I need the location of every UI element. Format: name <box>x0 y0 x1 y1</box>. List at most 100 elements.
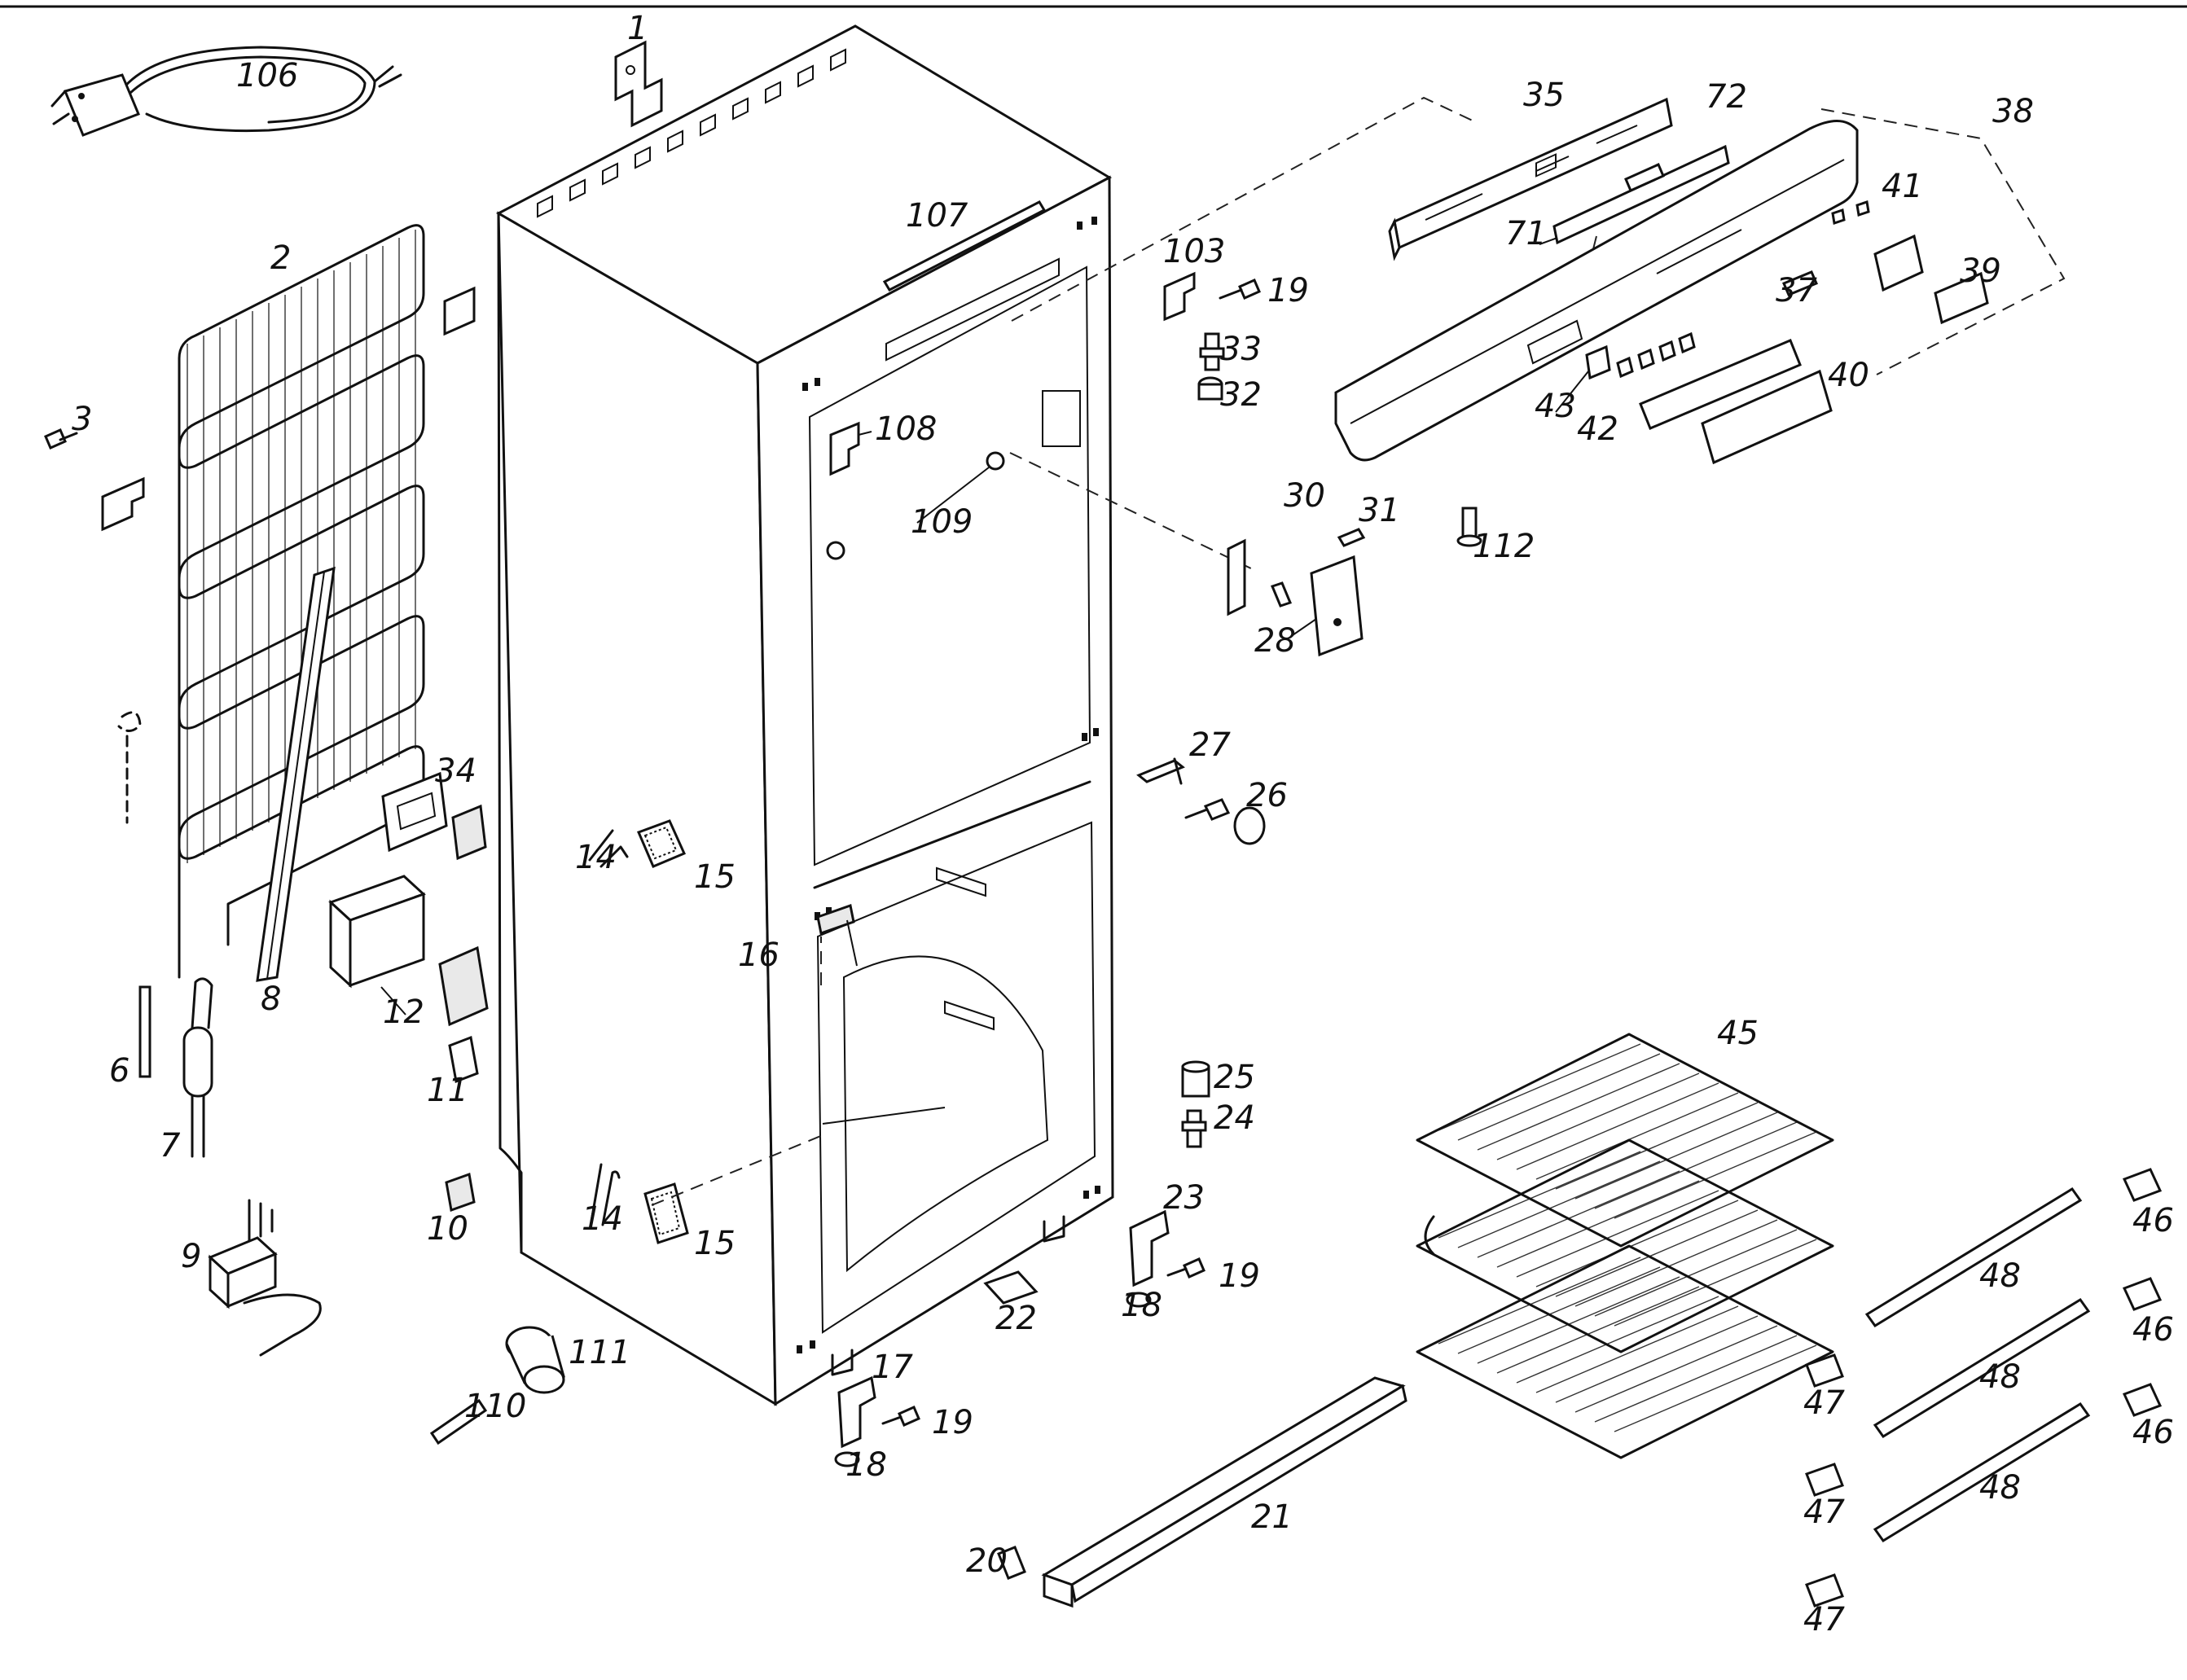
part-label-103: 103 <box>1163 233 1225 270</box>
hinge-108 <box>829 421 860 476</box>
screw-19c <box>1219 279 1261 300</box>
part-9-transformer <box>208 1199 322 1357</box>
part-label-14b: 14 <box>582 1200 623 1238</box>
part-label-15a: 15 <box>694 858 736 896</box>
knob-42 <box>1585 344 1611 380</box>
part-6-sensor <box>138 985 152 1078</box>
part-110-rod <box>429 1398 488 1445</box>
button-strip <box>1639 339 1802 430</box>
part-label-46b: 46 <box>2132 1311 2174 1349</box>
bracket-23 <box>1129 1209 1170 1287</box>
part-label-27: 27 <box>1189 726 1231 764</box>
part-label-7: 7 <box>160 1127 181 1165</box>
screw-19a <box>881 1406 920 1427</box>
control-board-35 <box>1388 97 1673 261</box>
display-frame-71 <box>1552 144 1730 245</box>
stud-109 <box>986 451 1005 471</box>
part-label-2: 2 <box>270 239 291 277</box>
stud-left <box>826 541 845 560</box>
screw-26 <box>1184 798 1266 845</box>
part-label-12: 12 <box>383 994 424 1031</box>
part-label-18a: 18 <box>845 1446 887 1484</box>
part-label-112: 112 <box>1473 528 1535 565</box>
part-label-1: 1 <box>627 10 648 47</box>
condenser-coil <box>178 224 425 979</box>
terminal-box-12 <box>328 875 489 1027</box>
part-label-20: 20 <box>966 1542 1008 1580</box>
part-label-42: 42 <box>1577 410 1618 448</box>
part-label-107: 107 <box>906 197 968 235</box>
part-7-thermostat <box>182 977 213 1158</box>
hinge-plate-28 <box>1310 555 1364 657</box>
part-16 <box>816 904 855 935</box>
part-label-15b: 15 <box>694 1225 736 1262</box>
part-label-47c: 47 <box>1803 1601 1845 1638</box>
cabinet-body <box>495 24 1114 1406</box>
chip-72 <box>1624 163 1665 192</box>
part-label-48a: 48 <box>1979 1257 2021 1295</box>
light-cover-15b <box>643 1182 689 1244</box>
part-label-9: 9 <box>181 1238 201 1275</box>
hinge-103 <box>1163 271 1196 322</box>
part-label-25: 25 <box>1214 1059 1255 1096</box>
part-label-38: 38 <box>1992 93 2034 130</box>
part-label-34: 34 <box>435 752 476 790</box>
condenser-clip <box>443 286 476 336</box>
foot-18b <box>1126 1292 1152 1308</box>
part-label-19c: 19 <box>1267 272 1309 309</box>
button-set-43 <box>1616 331 1696 379</box>
part-label-72: 72 <box>1706 78 1747 116</box>
part-label-28: 28 <box>1254 622 1296 660</box>
part-label-31: 31 <box>1359 492 1400 529</box>
part-label-48b: 48 <box>1979 1358 2021 1396</box>
part-3-screw <box>44 428 78 450</box>
part-label-11: 11 <box>427 1072 468 1109</box>
part-label-40: 40 <box>1828 357 1869 394</box>
relay-box-34 <box>381 771 487 861</box>
part-31 <box>1337 528 1366 547</box>
part-label-6: 6 <box>109 1052 130 1090</box>
bracket-27 <box>1136 759 1185 783</box>
clips-47 <box>1805 1353 1844 1608</box>
label-39 <box>1934 271 1989 325</box>
part-label-26: 26 <box>1246 777 1288 814</box>
pin-24 <box>1181 1109 1207 1148</box>
part-label-47b: 47 <box>1803 1494 1845 1531</box>
part-label-22: 22 <box>995 1300 1037 1337</box>
part-label-21: 21 <box>1251 1498 1293 1536</box>
part-label-30: 30 <box>1284 477 1325 515</box>
part-10 <box>445 1172 476 1213</box>
part-label-37: 37 <box>1776 272 1817 309</box>
panel-cover-40 <box>1701 369 1833 465</box>
drain-tube <box>256 566 336 982</box>
part-label-23: 23 <box>1163 1179 1205 1217</box>
part-label-24: 24 <box>1214 1099 1255 1137</box>
part-label-14a: 14 <box>575 839 617 876</box>
foot-18a <box>834 1451 860 1467</box>
part-label-110: 110 <box>464 1388 526 1425</box>
lamp-holder-14b <box>590 1163 621 1226</box>
part-label-109: 109 <box>911 503 973 541</box>
part-label-48c: 48 <box>1979 1469 2021 1507</box>
clip-20 <box>997 1546 1026 1580</box>
clips-41 <box>1831 200 1870 225</box>
part-label-8: 8 <box>261 980 281 1018</box>
part-label-39: 39 <box>1960 252 2001 290</box>
part-label-111: 111 <box>569 1334 630 1371</box>
bracket-17 <box>837 1375 876 1449</box>
bushing-32 <box>1197 376 1223 401</box>
left-clip-bracket <box>101 476 145 532</box>
part-label-3: 3 <box>72 401 92 438</box>
part-22 <box>983 1270 1039 1305</box>
part-111-cylinder <box>505 1326 565 1394</box>
part-label-46a: 46 <box>2132 1202 2174 1239</box>
part-label-33: 33 <box>1220 331 1262 368</box>
part-label-10: 10 <box>427 1210 468 1248</box>
part-label-19a: 19 <box>932 1404 973 1441</box>
clips-46 <box>2122 1168 2163 1417</box>
part-label-108: 108 <box>875 410 937 448</box>
part-label-106: 106 <box>236 57 298 94</box>
power-cord <box>51 46 402 137</box>
part-label-43: 43 <box>1535 388 1576 425</box>
part-label-19b: 19 <box>1219 1257 1260 1295</box>
